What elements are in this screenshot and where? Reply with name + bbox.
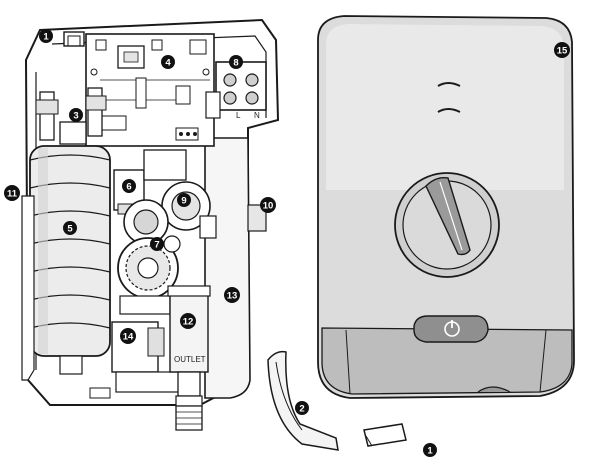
indicator-slot-top (437, 82, 461, 87)
callout-badge-c8: 8 (229, 55, 243, 69)
callout-number: 4 (165, 57, 171, 68)
loose-part-clip (363, 423, 407, 447)
callout-number: 15 (557, 45, 568, 56)
callout-number: 11 (7, 188, 18, 199)
flow-valve (117, 199, 181, 315)
front-cover (317, 15, 575, 399)
callout-number: 1 (43, 31, 49, 42)
cover-bottom-notch (477, 386, 511, 393)
heater-tank (29, 145, 111, 375)
power-button (413, 315, 489, 343)
callout-badge-c15: 15 (554, 42, 570, 58)
callout-badge-c12: 12 (180, 313, 196, 329)
side-cover-tab (247, 204, 267, 232)
callout-number: 5 (67, 223, 73, 234)
pressure-relief-device (111, 321, 197, 393)
callout-number: 12 (183, 316, 194, 327)
loose-part-trim (267, 350, 339, 451)
terminal-block: L N (205, 61, 267, 120)
circuit-board (85, 33, 215, 147)
callout-badge-c1b: 1 (423, 443, 437, 457)
callout-badge-c9: 9 (177, 193, 191, 207)
callout-badge-c4: 4 (161, 55, 175, 69)
callout-badge-c10: 10 (260, 197, 276, 213)
callout-badge-c1a: 1 (39, 29, 53, 43)
outlet-assembly: OUTLET (167, 285, 211, 431)
callout-badge-c2: 2 (295, 401, 309, 415)
callout-badge-c13: 13 (224, 287, 240, 303)
terminal-label-n: N (254, 111, 260, 120)
callout-badge-c14: 14 (120, 328, 136, 344)
indicator-slot-bottom (437, 108, 461, 113)
dial-knob (425, 176, 471, 256)
cover-top-highlight (326, 24, 564, 190)
shower-internals: L N (21, 18, 280, 431)
callout-number: 8 (233, 57, 238, 68)
callout-number: 14 (123, 331, 134, 342)
callout-badge-c5: 5 (63, 221, 77, 235)
callout-number: 3 (73, 110, 78, 121)
callout-number: 10 (263, 200, 274, 211)
callout-number: 2 (299, 403, 304, 414)
bottom-bracket-left (89, 387, 111, 399)
callout-number: 1 (427, 445, 433, 456)
terminal-label-l: L (236, 111, 241, 120)
outlet-label: OUTLET (174, 355, 206, 364)
callout-number: 13 (227, 290, 238, 301)
side-cover (204, 137, 251, 399)
callout-number: 7 (154, 239, 159, 250)
callout-badge-c11: 11 (4, 185, 20, 201)
relief-hose (21, 195, 35, 381)
inlet-pipes (35, 87, 107, 145)
temperature-dial (394, 172, 500, 278)
top-clip (63, 31, 85, 47)
callout-badge-c7: 7 (150, 237, 164, 251)
callout-badge-c3: 3 (69, 108, 83, 122)
callout-badge-c6: 6 (122, 179, 136, 193)
callout-number: 9 (181, 195, 186, 206)
callout-number: 6 (126, 181, 131, 192)
